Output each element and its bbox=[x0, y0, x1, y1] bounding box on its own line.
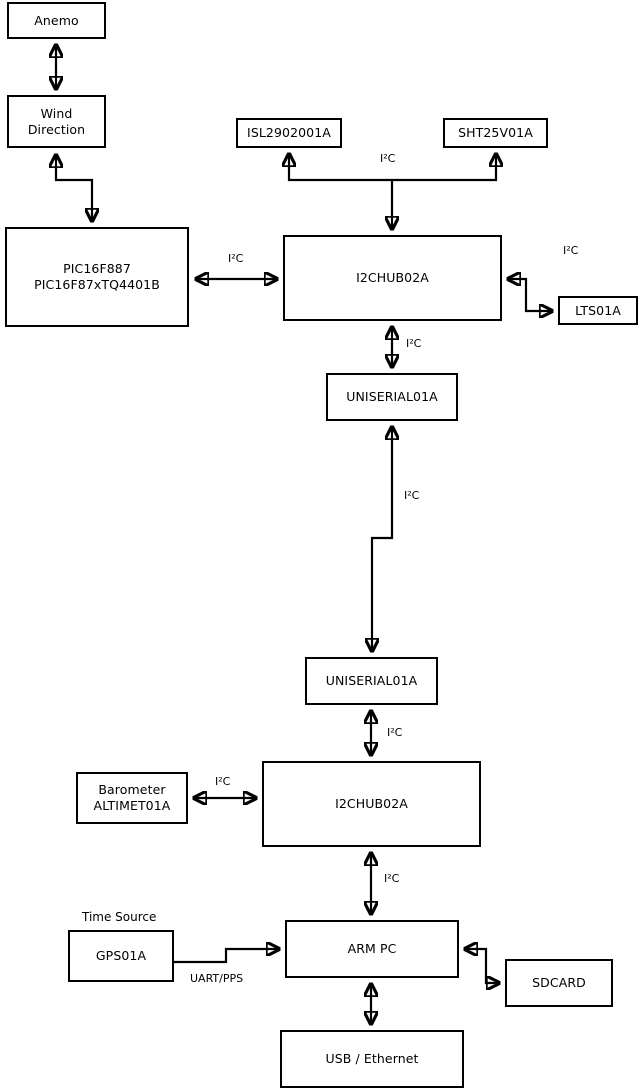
node-barometer-altimet01a[interactable]: Barometer ALTIMET01A bbox=[76, 772, 188, 824]
node-sht25v01a[interactable]: SHT25V01A bbox=[443, 118, 548, 148]
wire-armpc-sdcard bbox=[465, 949, 499, 983]
node-sdcard[interactable]: SDCARD bbox=[505, 959, 613, 1007]
edge-label-i2c-hub-uniserial: I²C bbox=[406, 337, 422, 350]
edge-label-i2c-isl-sht: I²C bbox=[380, 152, 396, 165]
edge-label-i2c-hub-armpc: I²C bbox=[384, 872, 400, 885]
node-uniserial01a-bottom[interactable]: UNISERIAL01A bbox=[305, 657, 438, 705]
edge-label-i2c-pic-hub: I²C bbox=[228, 252, 244, 265]
wire-uniserial-top-uniserial-bottom bbox=[372, 427, 392, 651]
wire-bus-sht bbox=[392, 154, 496, 182]
edge-label-i2c-uniserial-link: I²C bbox=[404, 489, 420, 502]
node-usb-ethernet[interactable]: USB / Ethernet bbox=[280, 1030, 464, 1088]
node-anemo[interactable]: Anemo bbox=[7, 2, 106, 39]
node-gps01a[interactable]: GPS01A bbox=[68, 930, 174, 982]
edge-label-i2c-hub-lts: I²C bbox=[563, 244, 579, 257]
node-arm-pc[interactable]: ARM PC bbox=[285, 920, 459, 978]
node-uniserial01a-top[interactable]: UNISERIAL01A bbox=[326, 373, 458, 421]
wire-bus-isl bbox=[289, 154, 392, 182]
edge-label-uart-pps: UART/PPS bbox=[190, 972, 244, 985]
wire-hub-top-lts bbox=[508, 279, 552, 311]
node-i2chub02a-top[interactable]: I2CHUB02A bbox=[283, 235, 502, 321]
wire-pic-winddirection bbox=[56, 155, 92, 221]
edge-label-i2c-baro-hub: I²C bbox=[215, 775, 231, 788]
edge-label-i2c-uniserial-hub: I²C bbox=[387, 726, 403, 739]
node-wind-direction[interactable]: Wind Direction bbox=[7, 95, 106, 148]
node-isl2902001a[interactable]: ISL2902001A bbox=[236, 118, 342, 148]
node-lts01a[interactable]: LTS01A bbox=[558, 296, 638, 325]
label-time-source: Time Source bbox=[82, 910, 157, 924]
wire-gps-armpc bbox=[174, 949, 279, 964]
node-i2chub02a-bottom[interactable]: I2CHUB02A bbox=[262, 761, 481, 847]
node-pic16f887[interactable]: PIC16F887 PIC16F87xTQ4401B bbox=[5, 227, 189, 327]
